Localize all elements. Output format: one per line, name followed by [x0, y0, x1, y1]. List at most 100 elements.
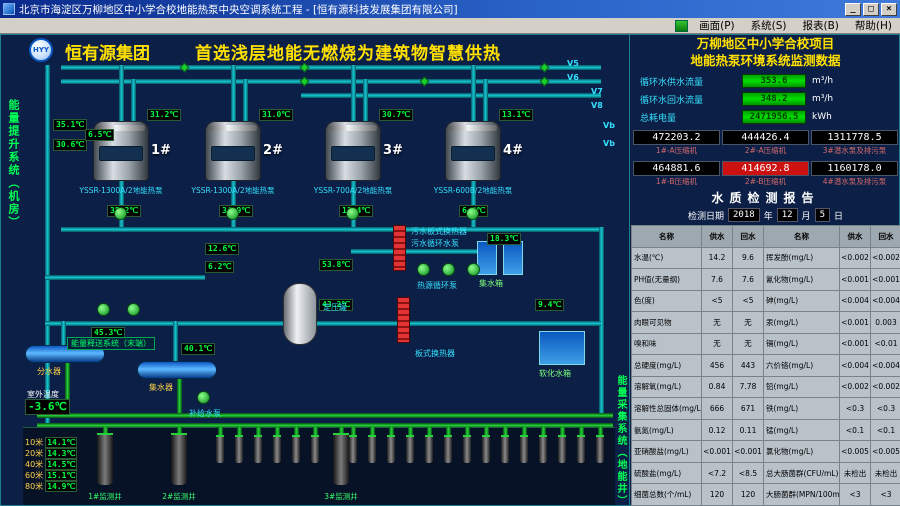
counter-label-button[interactable]: 2#-B压缩机	[744, 177, 787, 186]
table-cell: <0.002	[870, 246, 900, 270]
table-cell: <0.001	[870, 268, 900, 291]
flow-value-led: 348.2	[742, 92, 806, 106]
menu-item-2[interactable]: 报表(B)	[802, 20, 839, 32]
ground-pipe	[294, 427, 299, 435]
counter-display: 1311778.5	[811, 130, 898, 145]
menu-item-3[interactable]: 帮助(H)	[854, 20, 892, 32]
flow-unit: kWh	[812, 112, 832, 122]
menu-item-1[interactable]: 系统(S)	[750, 20, 787, 32]
counter-label-button[interactable]: 1#-A压缩机	[655, 146, 698, 155]
close-button[interactable]: ×	[881, 2, 897, 16]
equipment-label: 补给水泵	[189, 409, 221, 418]
table-cell: 溶解性总固体(mg/L)	[631, 397, 702, 420]
pump-icon[interactable]	[442, 263, 455, 276]
temperature-gauge: 12.6℃	[205, 243, 240, 255]
ground-well	[482, 435, 490, 463]
temperature-gauge: 35.1℃	[53, 119, 88, 131]
pressure-tank[interactable]	[283, 283, 317, 345]
table-cell: PH值(无量纲)	[631, 268, 702, 291]
date-year-unit: 年	[763, 211, 773, 222]
temperature-gauge: 43.2℃	[319, 299, 354, 311]
pump-icon[interactable]	[466, 207, 479, 220]
table-cell: 总大肠菌群(CFU/mL)	[763, 461, 840, 485]
table-header-cell: 名称	[763, 225, 840, 248]
pump-icon[interactable]	[114, 207, 127, 220]
depth-label: 60米	[25, 470, 44, 480]
counter-label-button[interactable]: 2#-A压缩机	[744, 146, 787, 155]
equipment-label: 污水板式换热器	[411, 227, 467, 236]
ground-pipe	[275, 427, 280, 435]
maximize-button[interactable]: □	[863, 2, 879, 16]
minimize-button[interactable]: _	[845, 2, 861, 16]
collection-tank[interactable]	[477, 241, 497, 275]
temperature-gauge: 53.8℃	[319, 259, 354, 271]
left-system-label: 能量提升系统（机房）	[7, 99, 20, 229]
counter-label-button[interactable]: 3#潜水泵及排污泵	[822, 146, 887, 155]
ground-well	[235, 435, 243, 463]
pipe	[231, 181, 236, 227]
pipe	[61, 65, 601, 70]
table-cell: 无	[701, 332, 733, 356]
date-day-unit: 日	[833, 211, 843, 222]
monitoring-well	[171, 433, 187, 485]
table-cell: <0.002	[839, 375, 871, 399]
pump-icon[interactable]	[346, 207, 359, 220]
valve-label: Vb	[603, 139, 615, 148]
collection-tank[interactable]	[503, 241, 523, 275]
equipment-label: 污水循环水泵	[411, 239, 459, 248]
pump-icon[interactable]	[197, 391, 210, 404]
pump-icon[interactable]	[127, 303, 140, 316]
table-cell: 120	[732, 483, 764, 506]
monitoring-well	[97, 433, 113, 485]
pump-icon[interactable]	[417, 263, 430, 276]
heat-pump-model: YSSR-700A/2地能热泵	[313, 186, 393, 195]
heat-pump-unit-2#[interactable]	[205, 121, 261, 181]
heat-pump-unit-4#[interactable]	[445, 121, 501, 181]
equipment-label: 热源循环泵	[417, 281, 457, 290]
counter-label-button[interactable]: 1#-B压缩机	[655, 177, 698, 186]
app-icon	[3, 3, 15, 15]
heat-pump-model: YSSR-1300A/2地能热泵	[79, 186, 163, 195]
table-header-cell: 名称	[631, 225, 702, 248]
tray-icon[interactable]	[675, 19, 689, 32]
counter-label-button[interactable]: 4#潜水泵及排污泵	[822, 177, 887, 186]
pipe	[351, 65, 356, 121]
table-cell: 细菌总数(个/mL)	[631, 483, 702, 506]
table-cell: <0.3	[870, 397, 900, 420]
sewage-plate-heat-exchanger[interactable]	[393, 225, 406, 271]
table-cell: 0.12	[701, 418, 733, 442]
heat-pump-model: YSSR-1300A/2地能热泵	[191, 186, 275, 195]
equipment-label: 集水箱	[479, 279, 503, 288]
water-collector[interactable]	[137, 361, 217, 379]
temperature-gauge: 13.1℃	[499, 109, 534, 121]
softened-water-tank[interactable]	[539, 331, 585, 365]
pump-icon[interactable]	[97, 303, 110, 316]
pump-icon[interactable]	[226, 207, 239, 220]
plate-heat-exchanger[interactable]	[397, 297, 410, 343]
table-cell: 666	[701, 397, 733, 420]
table-cell: 671	[732, 397, 764, 420]
pump-icon[interactable]	[467, 263, 480, 276]
heat-pump-unit-3#[interactable]	[325, 121, 381, 181]
table-cell: <0.004	[870, 354, 900, 377]
ground-well	[254, 435, 262, 463]
company-name: 恒有源集团	[65, 44, 150, 64]
ground-well	[425, 435, 433, 463]
ground-pipe	[351, 427, 356, 435]
date-label: 检测日期	[687, 211, 724, 222]
menu-item-0[interactable]: 画面(P)	[699, 20, 735, 32]
ground-pipe	[579, 427, 584, 435]
